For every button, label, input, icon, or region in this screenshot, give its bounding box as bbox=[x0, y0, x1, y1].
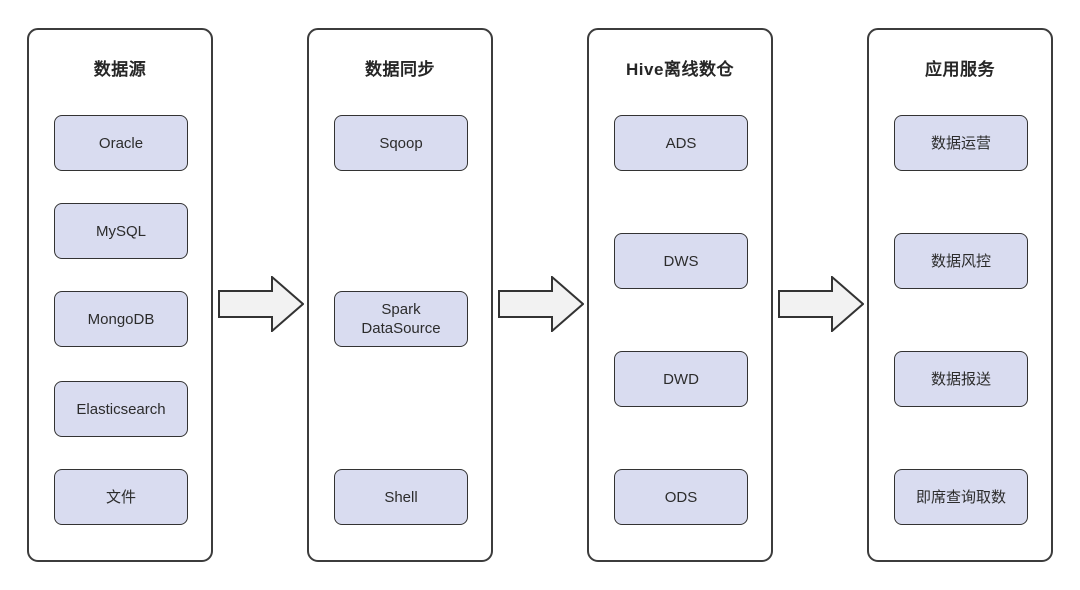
right-arrow-icon bbox=[218, 276, 304, 332]
panel-application-service: 应用服务数据运营数据风控数据报送即席查询取数 bbox=[867, 28, 1053, 562]
node-hive-offline-warehouse-1[interactable]: DWS bbox=[614, 233, 748, 289]
node-application-service-1[interactable]: 数据风控 bbox=[894, 233, 1028, 289]
right-arrow-icon bbox=[498, 276, 584, 332]
node-application-service-3[interactable]: 即席查询取数 bbox=[894, 469, 1028, 525]
node-data-sync-2[interactable]: Shell bbox=[334, 469, 468, 525]
node-data-source-1[interactable]: MySQL bbox=[54, 203, 188, 259]
right-arrow-icon bbox=[778, 276, 864, 332]
panel-title-hive-offline-warehouse: Hive离线数仓 bbox=[626, 60, 734, 79]
panel-hive-offline-warehouse: Hive离线数仓 ADS DWS DWD ODS bbox=[587, 28, 773, 562]
node-hive-offline-warehouse-3[interactable]: ODS bbox=[614, 469, 748, 525]
node-application-service-2[interactable]: 数据报送 bbox=[894, 351, 1028, 407]
panel-title-data-sync: 数据同步 bbox=[365, 60, 435, 79]
node-application-service-0[interactable]: 数据运营 bbox=[894, 115, 1028, 171]
node-data-sync-0[interactable]: Sqoop bbox=[334, 115, 468, 171]
node-hive-offline-warehouse-0[interactable]: ADS bbox=[614, 115, 748, 171]
node-hive-offline-warehouse-2[interactable]: DWD bbox=[614, 351, 748, 407]
node-data-source-2[interactable]: MongoDB bbox=[54, 291, 188, 347]
panel-title-application-service: 应用服务 bbox=[925, 60, 995, 79]
node-data-source-0[interactable]: Oracle bbox=[54, 115, 188, 171]
node-data-source-4[interactable]: 文件 bbox=[54, 469, 188, 525]
node-data-source-3[interactable]: Elasticsearch bbox=[54, 381, 188, 437]
panel-title-data-source: 数据源 bbox=[93, 60, 147, 79]
